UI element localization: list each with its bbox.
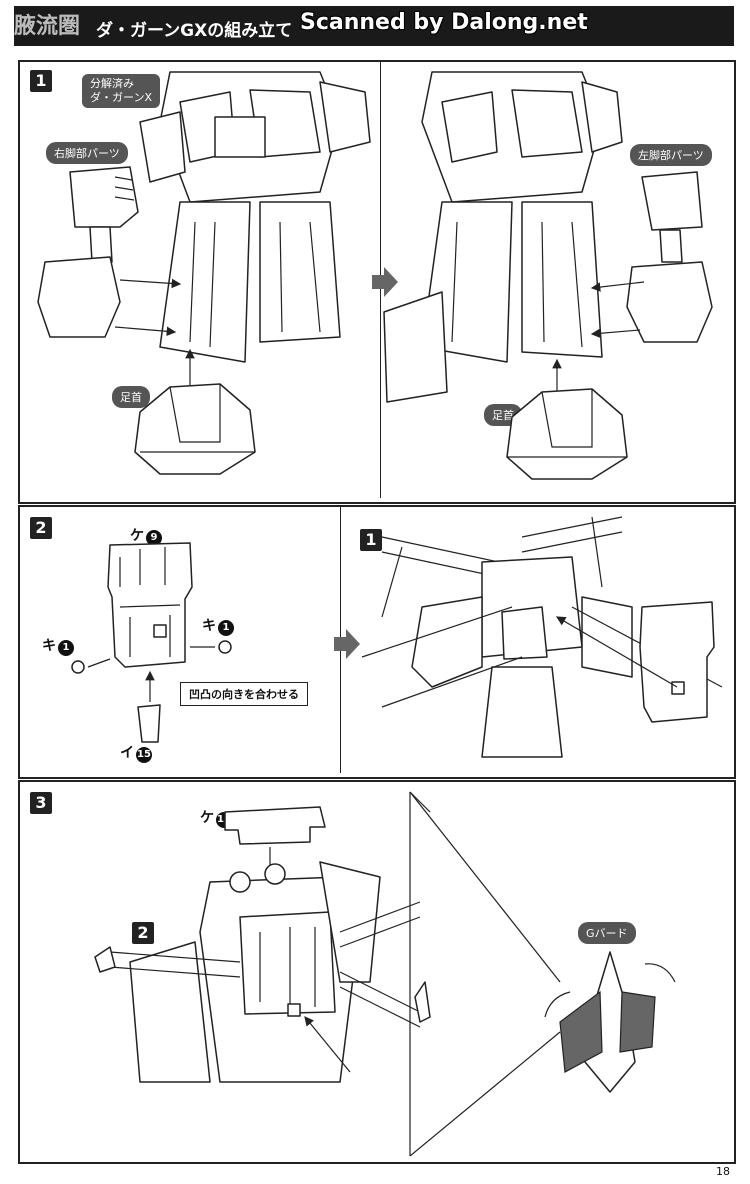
step2-parts-illustration — [71, 542, 232, 743]
next-arrow-step1 — [372, 267, 398, 297]
part-i-letter: イ — [120, 745, 134, 761]
step2-ref-step-1: 1 — [360, 529, 382, 551]
zoom-callout-lines — [410, 791, 561, 1157]
step-3-number: 3 — [30, 792, 52, 814]
step2-robot-illustration — [361, 516, 723, 758]
step3-robot-illustration — [94, 791, 431, 1156]
watermark: 腋流圏 — [14, 14, 81, 39]
gbird-illustration — [544, 951, 676, 1093]
step3-ref-step-2: 2 — [132, 922, 154, 944]
part-ke-number: 9 — [146, 530, 162, 546]
robot-illustration-right — [383, 71, 713, 480]
part-ki-left-letter: キ — [42, 638, 56, 654]
label-disassembled-body: 分解済み ダ・ガーンX — [82, 74, 160, 108]
label-ankle-left: 足首 — [112, 386, 150, 408]
step-2-number: 2 — [30, 517, 52, 539]
part-ke12-letter: ケ — [200, 810, 214, 826]
part-ki-right-number: 1 — [218, 620, 234, 636]
scan-credit: Scanned by Dalong.net — [300, 10, 588, 35]
next-arrow-step2 — [334, 629, 360, 659]
part-ki-left-number: 1 — [58, 640, 74, 656]
step-1-number: 1 — [30, 70, 52, 92]
page-header: 腋流圏 ダ・ガーンGXの組み立て Scanned by Dalong.net — [0, 0, 750, 52]
instruction-align: 凹凸の向きを合わせる — [180, 682, 308, 706]
part-i-number: 15 — [136, 747, 152, 763]
label-right-leg: 右脚部パーツ — [46, 142, 128, 164]
robot-illustration-left — [37, 71, 371, 475]
step-1-panel: 1 分解済み ダ・ガーンX 右脚部パーツ 左脚部パーツ 足首 足首 — [18, 60, 736, 504]
page-title: ダ・ガーンGXの組み立て — [96, 21, 293, 41]
part-ki-right-letter: キ — [202, 618, 216, 634]
label-gbird: Gバード — [578, 922, 636, 944]
part-ke-letter: ケ — [130, 528, 144, 544]
title-bar — [14, 6, 734, 46]
page-number: 18 — [716, 1165, 730, 1178]
label-left-leg: 左脚部パーツ — [630, 144, 712, 166]
